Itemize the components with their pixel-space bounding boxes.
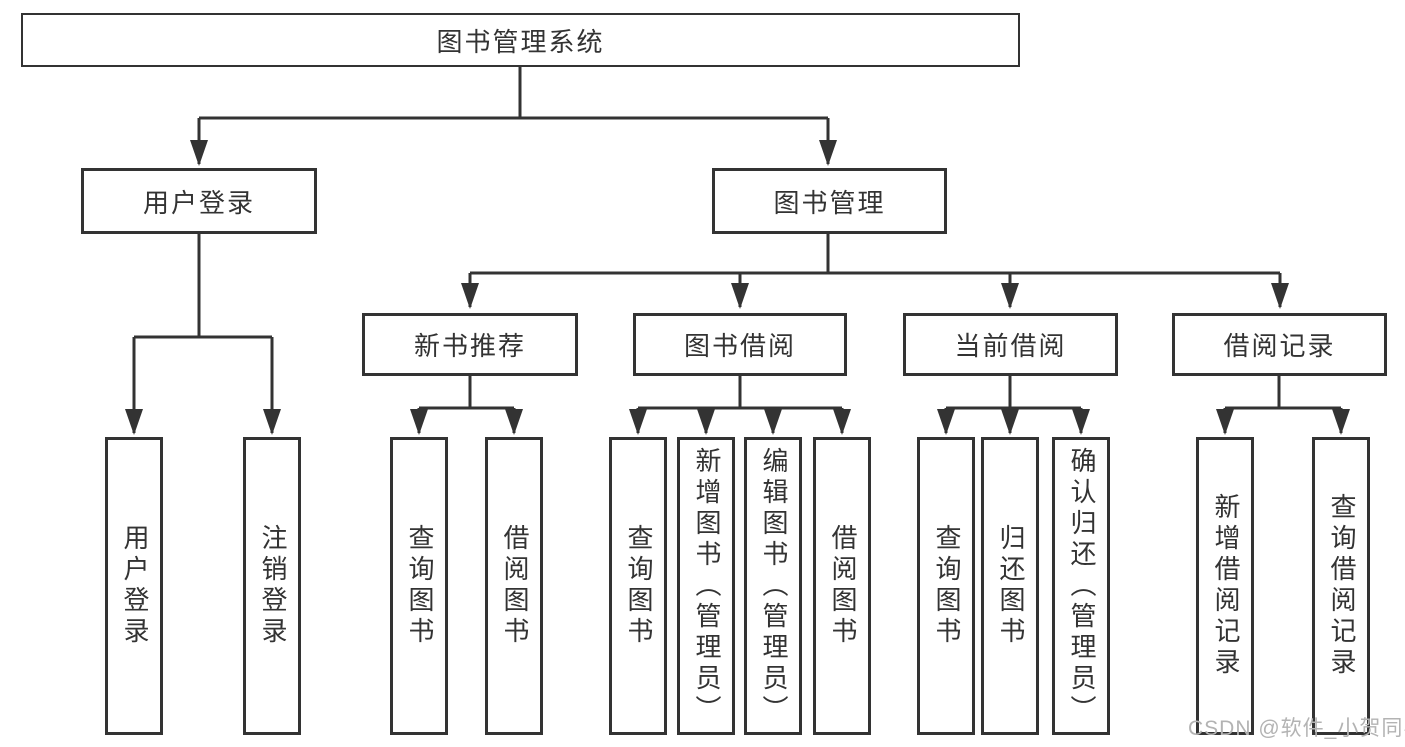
node-leaf-return-book: 归还图书 <box>981 437 1039 735</box>
edges-borrow-records-children <box>1216 376 1350 435</box>
node-user-login: 用户登录 <box>81 168 317 234</box>
edges-book-borrow-children <box>629 376 851 435</box>
node-leaf-query-books-current: 查询图书 <box>917 437 975 735</box>
node-new-book-recommend: 新书推荐 <box>362 313 578 376</box>
edges-root-to-level2 <box>190 67 837 166</box>
edges-book-management-children <box>461 234 1289 309</box>
node-leaf-add-borrow-record: 新增借阅记录 <box>1196 437 1254 735</box>
edges-new-book-recommend-children <box>410 376 523 435</box>
node-leaf-edit-book-admin: 编辑图书（管理员） <box>744 437 802 735</box>
edges-current-borrow-children <box>937 376 1090 435</box>
edges-user-login-children <box>125 234 281 435</box>
node-book-management: 图书管理 <box>712 168 947 234</box>
node-leaf-confirm-return-admin: 确认归还（管理员） <box>1052 437 1110 735</box>
node-leaf-user-login: 用户登录 <box>105 437 163 735</box>
node-leaf-query-books-recommend: 查询图书 <box>390 437 448 735</box>
watermark-text: CSDN @软件_小贺同学 <box>1188 717 1405 740</box>
node-leaf-query-books-borrow: 查询图书 <box>609 437 667 735</box>
node-book-borrow: 图书借阅 <box>633 313 847 376</box>
node-current-borrow: 当前借阅 <box>903 313 1118 376</box>
node-leaf-logout: 注销登录 <box>243 437 301 735</box>
node-leaf-add-book-admin: 新增图书（管理员） <box>677 437 735 735</box>
node-root: 图书管理系统 <box>21 13 1020 67</box>
node-leaf-query-borrow-record: 查询借阅记录 <box>1312 437 1370 735</box>
node-leaf-borrow-books: 借阅图书 <box>813 437 871 735</box>
node-borrow-records: 借阅记录 <box>1172 313 1387 376</box>
node-leaf-borrow-books-recommend: 借阅图书 <box>485 437 543 735</box>
